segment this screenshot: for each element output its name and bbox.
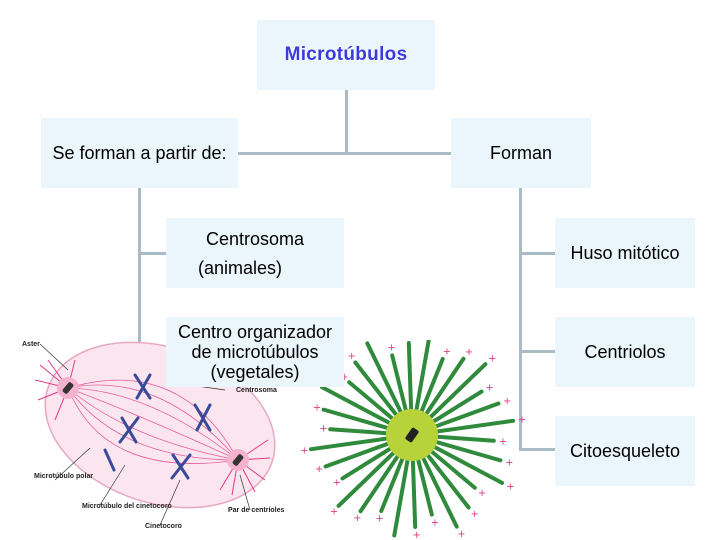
plus-end-marker: + [471, 509, 479, 520]
plus-end-marker: + [485, 382, 493, 393]
left-item-centrosoma: Centrosoma (animales) [166, 218, 344, 288]
plus-end-marker: + [375, 513, 383, 524]
plus-end-marker: + [431, 517, 439, 528]
aster-microtubule [429, 443, 505, 485]
aster-microtubule [358, 451, 402, 514]
label-microtubulo-cinetocoro: Microtúbulo del cinetocoro [82, 503, 172, 510]
aster-microtubule [328, 427, 393, 436]
plus-end-marker: + [457, 529, 465, 540]
connector-right-item3 [519, 448, 555, 451]
label-cinetocoro: Cinetocoro [145, 523, 182, 530]
right-item-centriolos-text: Centriolos [584, 342, 666, 362]
centriole-pair [405, 427, 419, 443]
aster-microtubule [336, 448, 399, 508]
plus-end-marker: + [387, 343, 395, 354]
plus-end-marker: + [333, 478, 341, 489]
aster-illustration: ++++++++++++++++++++++++++++++ [300, 340, 526, 540]
aster-microtubule [430, 401, 501, 430]
aster-microtubule [392, 454, 411, 538]
connector-title-down [345, 90, 348, 154]
plus-end-marker: + [505, 458, 513, 469]
left-item-centro-organizador: Centro organizador de microtúbulos (vege… [166, 317, 344, 387]
aster-microtubule [418, 356, 445, 417]
aster-microtubule [423, 450, 471, 510]
plus-end-marker: + [488, 354, 496, 365]
plus-end-marker: + [390, 538, 398, 540]
plus-end-marker: + [406, 340, 414, 341]
page-title: Microtúbulos [284, 44, 408, 65]
aster-microtubule [347, 380, 398, 423]
right-header-text: Forman [489, 143, 552, 163]
aster-microtubule [426, 447, 477, 490]
plus-end-marker: + [353, 513, 361, 524]
plus-end-marker: + [465, 347, 473, 358]
right-item-huso: Huso mitótico [555, 218, 695, 288]
aster-microtubule [428, 389, 484, 426]
aster-microtubule [431, 439, 503, 463]
label-centrosoma: Centrosoma [236, 387, 277, 394]
connector-left-item1 [138, 252, 168, 255]
connector-right-item1 [519, 252, 555, 255]
right-item-citoesqueleto-text: Citoesqueleto [569, 441, 681, 461]
aster-microtubule [410, 454, 418, 529]
plus-end-marker: + [412, 530, 420, 540]
aster-microtubule [415, 454, 434, 517]
aster-microtubule [319, 385, 395, 427]
aster-microtubule [390, 353, 409, 416]
plus-end-marker: + [506, 482, 514, 493]
left-item-centrosoma-line2: (animales) [197, 257, 283, 278]
aster-microtubule [419, 452, 459, 529]
right-header-box: Forman [451, 118, 591, 188]
plus-end-marker: + [518, 415, 526, 426]
right-item-citoesqueleto: Citoesqueleto [555, 416, 695, 486]
label-microtubulo-polar: Microtúbulo polar [34, 473, 93, 480]
label-par-centriolos: Par de centríoles [228, 507, 285, 514]
aster-microtubule [353, 360, 401, 420]
aster-microtubule [425, 362, 488, 422]
aster-microtubule [323, 440, 394, 469]
plus-end-marker: + [313, 402, 321, 413]
plus-end-marker: + [300, 445, 308, 456]
plus-end-marker: + [315, 464, 323, 475]
plus-end-marker: + [347, 351, 355, 362]
plus-end-marker: + [319, 424, 327, 435]
aster-microtubule [340, 444, 396, 481]
connector-horizontal-top [238, 152, 452, 155]
label-aster: Aster [22, 341, 40, 348]
plus-end-marker: + [443, 347, 451, 358]
connector-left-vertical [138, 188, 141, 352]
aster-microtubule [365, 341, 405, 418]
right-item-centriolos: Centriolos [555, 317, 695, 387]
left-header-box: Se forman a partir de: [41, 118, 238, 188]
plus-end-marker: + [478, 488, 486, 499]
aster-microtubule [431, 434, 496, 443]
aster-microtubule [308, 436, 393, 452]
plus-end-marker: + [499, 436, 507, 447]
left-header-text: Se forman a partir de: [52, 143, 227, 163]
plus-end-marker: + [330, 506, 338, 517]
aster-microtubule [413, 340, 431, 416]
plus-end-marker: + [361, 340, 369, 342]
plus-end-marker: + [340, 372, 348, 383]
connector-right-vertical [519, 188, 522, 450]
plus-end-marker: + [503, 396, 511, 407]
aster-microtubule [422, 356, 466, 419]
left-item-centro-organizador-text: Centro organizador de microtúbulos (vege… [177, 322, 333, 382]
right-item-huso-text: Huso mitótico [570, 243, 680, 263]
left-item-centrosoma-line1: Centrosoma [205, 228, 305, 249]
aster-microtubule [379, 453, 406, 514]
aster-microtubule [406, 341, 414, 416]
title-box: Microtúbulos [257, 20, 435, 90]
aster-microtubule [431, 418, 516, 434]
aster-microtubule [321, 407, 393, 431]
connector-right-item2 [519, 350, 555, 353]
